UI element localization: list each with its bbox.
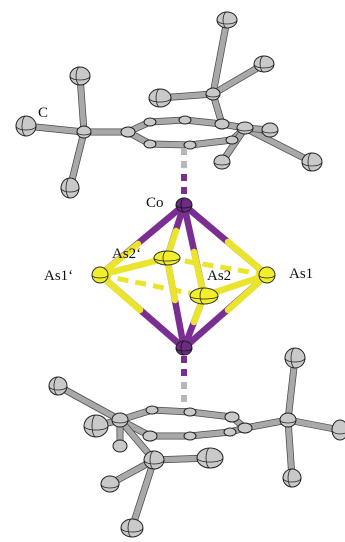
carbon-atom [261, 122, 279, 138]
carbon-atom [60, 177, 80, 199]
cobalt-atom-top [175, 197, 193, 213]
label-cobalt: Co [146, 195, 164, 211]
carbon-atom [145, 405, 159, 415]
carbon-atom [213, 154, 231, 170]
bottom-cp-ligand [48, 347, 345, 538]
carbon-atom [253, 55, 275, 73]
label-carbon: C [38, 105, 48, 121]
carbon-atom [301, 152, 323, 172]
carbon-atom [100, 475, 120, 493]
bottom-ligand-bonds [56, 357, 341, 530]
arsenic-atom-as1-prime [91, 266, 109, 284]
carbon-atom [237, 422, 253, 434]
carbon-atom [183, 431, 197, 441]
label-as2: As2 [207, 268, 231, 284]
top-cp-ligand [15, 11, 323, 199]
carbon-atom [111, 412, 129, 428]
cobalt-atom-bottom [175, 340, 193, 356]
carbon-atom [214, 118, 230, 130]
co2as4-core [91, 197, 276, 356]
carbon-atom [120, 126, 136, 138]
carbon-atom [216, 11, 238, 29]
carbon-atom [183, 407, 197, 417]
carbon-atom [331, 419, 345, 441]
atom-labels: C Co As2‘ As2 As1‘ As1 [38, 105, 313, 284]
carbon-atom [183, 140, 197, 150]
label-as2-prime: As2‘ [112, 246, 141, 262]
top-ligand-bonds [25, 19, 314, 189]
carbon-atom [178, 115, 192, 125]
carbon-atom [225, 135, 239, 145]
carbon-atom [236, 121, 254, 135]
carbon-atom [112, 439, 128, 453]
label-as1: As1 [289, 266, 313, 282]
carbon-atom [205, 87, 221, 101]
arsenic-atom-as2-prime [153, 250, 181, 266]
bottom-ligand-carbons [48, 347, 345, 538]
carbon-atom [143, 139, 157, 149]
top-ligand-carbons [15, 11, 323, 199]
carbon-atom [69, 66, 91, 86]
arsenic-atom-as2 [189, 287, 219, 305]
carbon-atom [143, 117, 157, 127]
carbon-atom [284, 347, 306, 369]
carbon-atom [148, 88, 172, 108]
arsenic-atom-as1 [258, 266, 276, 284]
carbon-atom [279, 412, 297, 428]
carbon-atom [196, 447, 224, 469]
carbon-atom [120, 518, 144, 538]
carbon-atom [224, 411, 240, 423]
carbon-atom [223, 427, 237, 437]
carbon-atom [76, 125, 92, 139]
carbon-atom [83, 414, 109, 438]
carbon-atom [143, 450, 165, 470]
carbon-atom [48, 376, 68, 396]
carbon-atom [282, 468, 302, 488]
label-as1-prime: As1‘ [44, 268, 73, 284]
carbon-atom [142, 430, 158, 442]
carbon-atom [15, 115, 37, 137]
